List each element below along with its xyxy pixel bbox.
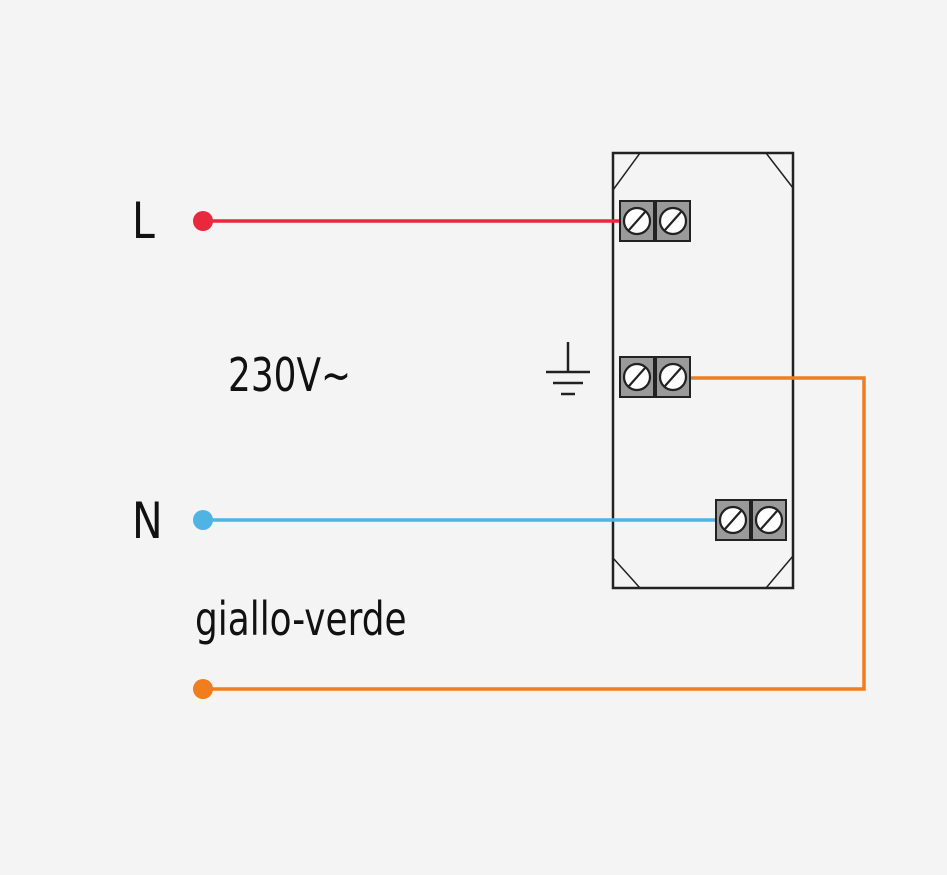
device-outline [611, 151, 795, 590]
earth-wire [203, 376, 866, 691]
terminal-blocks [619, 200, 787, 541]
line-label: L [132, 192, 155, 250]
device-box [611, 151, 795, 590]
neutral-endpoint-dot [193, 510, 213, 530]
device-corner-bottom-right [765, 555, 794, 589]
device-corner-top-right [765, 152, 794, 189]
earth-ground-icon [546, 342, 590, 396]
wires [203, 219, 866, 691]
screw-slot [664, 211, 682, 231]
terminal-block-neutral [715, 499, 787, 541]
device-corner-bottom-left [612, 557, 641, 589]
wire-endpoints [193, 211, 213, 699]
screw-slot [628, 367, 646, 387]
terminal-block-line [619, 200, 691, 242]
voltage-label: 230V~ [228, 348, 352, 402]
terminal-block-earth [619, 356, 691, 398]
screw-slot [664, 367, 682, 387]
earth-wire-label: giallo-verde [195, 592, 407, 646]
device-corner-top-left [612, 152, 641, 191]
screw-slot [760, 510, 778, 530]
neutral-label: N [132, 492, 163, 550]
earth-endpoint-dot [193, 679, 213, 699]
line-endpoint-dot [193, 211, 213, 231]
screw-slot [724, 510, 742, 530]
screw-slot [628, 211, 646, 231]
